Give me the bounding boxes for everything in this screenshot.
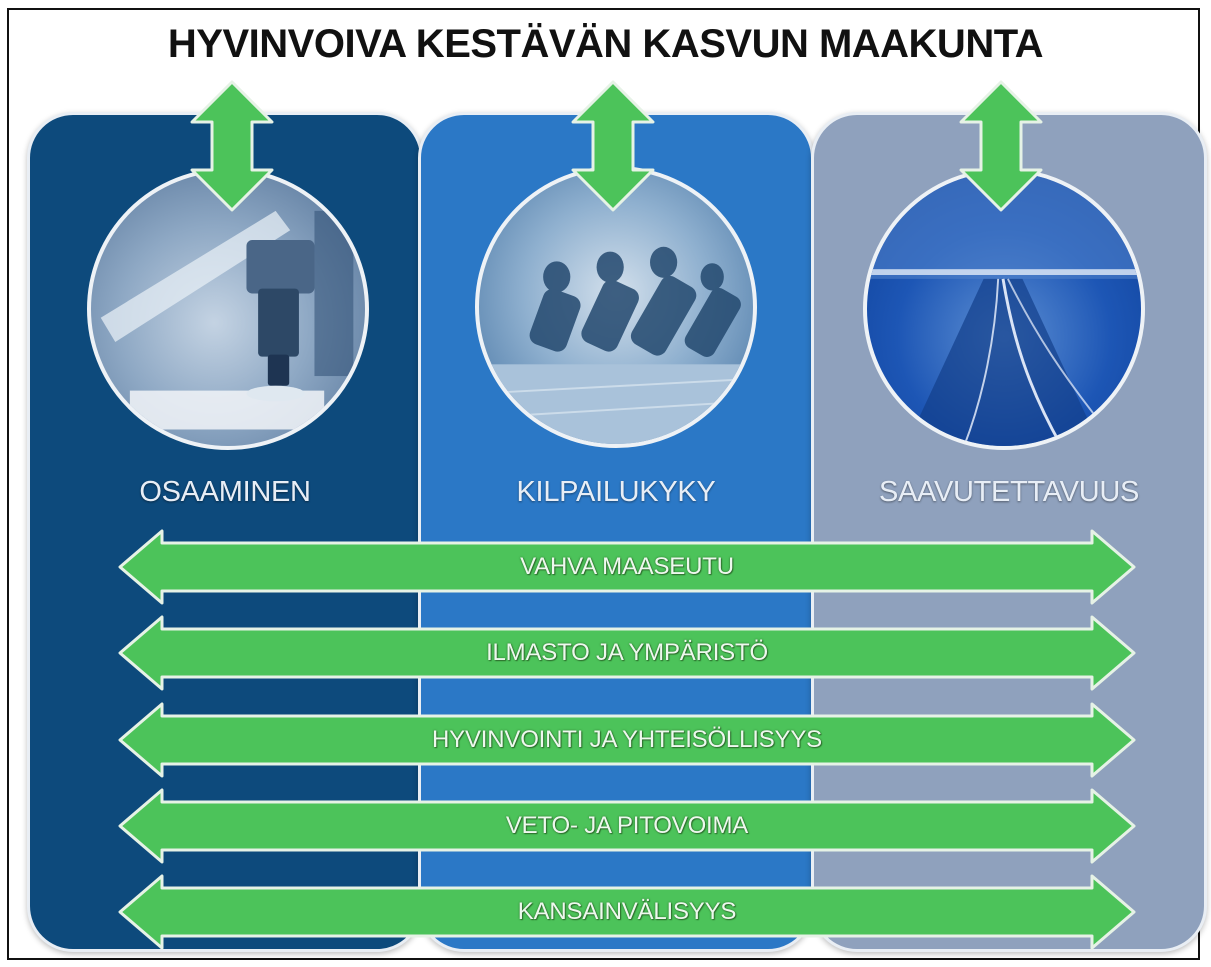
theme-label: HYVINVOINTI JA YHTEISÖLLISYYS (432, 726, 822, 753)
highway-photo (863, 168, 1145, 450)
theme-band: ILMASTO JA YMPÄRISTÖ (118, 615, 1136, 691)
theme-band: HYVINVOINTI JA YHTEISÖLLISYYS (118, 702, 1136, 778)
horizontal-double-arrow-icon (118, 702, 1136, 778)
theme-label: KANSAINVÄLISYYS (517, 898, 737, 925)
horizontal-double-arrow-icon (118, 615, 1136, 691)
vertical-double-arrow-icon (571, 80, 655, 212)
diagram-title: HYVINVOIVA KESTÄVÄN KASVUN MAAKUNTA (167, 22, 1044, 66)
theme-label: VETO- JA PITOVOIMA (505, 812, 749, 839)
theme-band: VETO- JA PITOVOIMA (118, 788, 1136, 864)
theme-band: KANSAINVÄLISYYS (118, 874, 1136, 950)
sprinters-photo (475, 166, 757, 448)
vertical-double-arrow-icon (190, 80, 274, 212)
pillar-label-osaaminen: OSAAMINEN (139, 476, 311, 508)
horizontal-double-arrow-icon (118, 874, 1136, 950)
vertical-double-arrow-icon (959, 80, 1043, 212)
horizontal-double-arrow-icon (118, 529, 1136, 605)
theme-label: VAHVA MAASEUTU (520, 553, 734, 580)
pillar-label-saavutettavuus: SAAVUTETTAVUUS (878, 476, 1140, 508)
microscope-photo (87, 168, 369, 450)
pillar-label-kilpailukyky: KILPAILUKYKY (516, 476, 716, 508)
theme-band: VAHVA MAASEUTU (118, 529, 1136, 605)
theme-label: ILMASTO JA YMPÄRISTÖ (486, 639, 768, 666)
horizontal-double-arrow-icon (118, 788, 1136, 864)
